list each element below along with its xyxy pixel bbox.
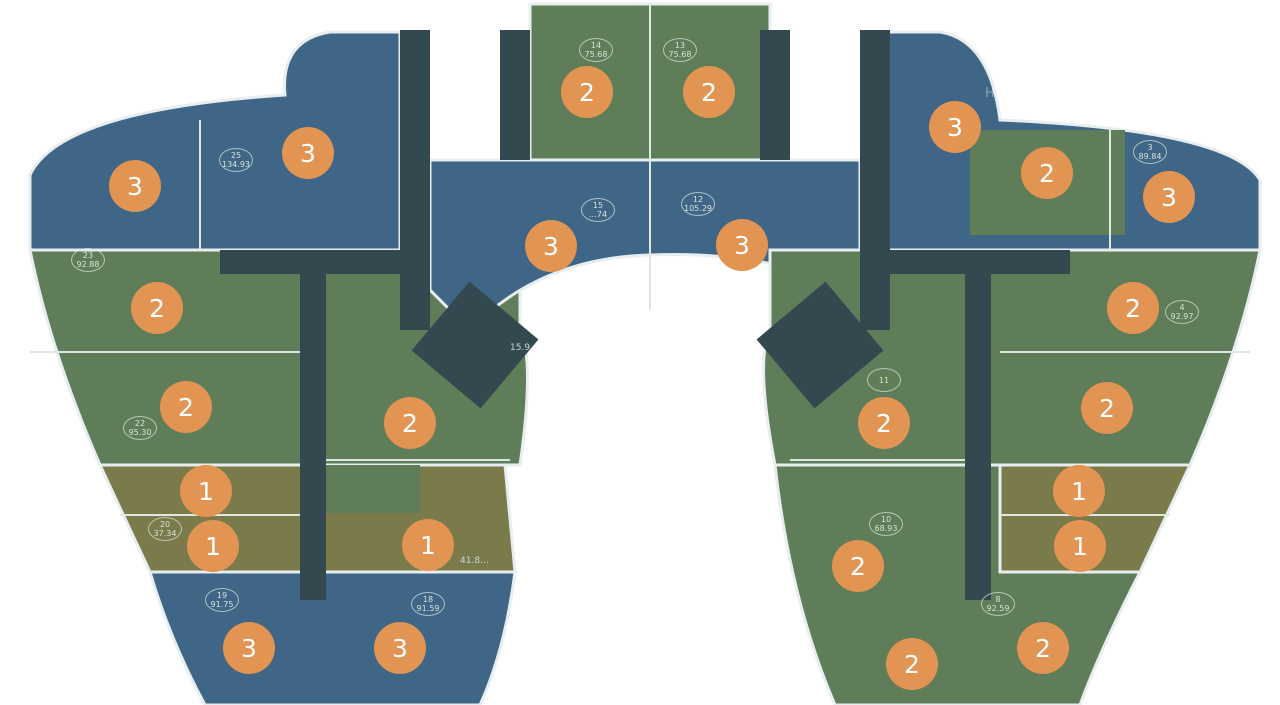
left-bottom-three-room-zone (147, 570, 517, 705)
unit-label: 11 (867, 368, 901, 392)
left-three-room-zone (28, 30, 402, 252)
room-count-badge[interactable]: 2 (384, 397, 436, 449)
room-count-badge[interactable]: 3 (1143, 171, 1195, 223)
room-count-badge[interactable]: 3 (282, 127, 334, 179)
room-count-badge[interactable]: 2 (131, 282, 183, 334)
room-count-badge[interactable]: 2 (886, 638, 938, 690)
unit-label: 15…74 (581, 198, 615, 222)
room-count-badge[interactable]: 1 (402, 519, 454, 571)
room-count-badge[interactable]: 1 (1054, 520, 1106, 572)
room-count-badge[interactable]: 2 (1017, 622, 1069, 674)
area-note: 41.8… (460, 556, 490, 566)
room-count-badge[interactable]: 3 (929, 101, 981, 153)
corridors (220, 30, 1070, 600)
room-count-badge[interactable]: 3 (716, 219, 768, 271)
area-note: 15.9 (510, 343, 531, 353)
room-count-badge[interactable]: 2 (858, 397, 910, 449)
room-count-badge[interactable]: 2 (561, 66, 613, 118)
watermark-subtitle: НЕДВИЖИМОСТЬ (985, 86, 1175, 101)
room-count-badge[interactable]: 2 (1021, 147, 1073, 199)
room-count-badge[interactable]: 2 (832, 540, 884, 592)
room-count-badge[interactable]: 3 (374, 622, 426, 674)
room-count-badge[interactable]: 3 (525, 220, 577, 272)
room-count-badge[interactable]: 2 (1107, 282, 1159, 334)
room-count-badge[interactable]: 2 (683, 66, 735, 118)
watermark-logo: ONREALT (985, 28, 1263, 88)
room-count-badge[interactable]: 3 (109, 160, 161, 212)
room-count-badge[interactable]: 2 (1081, 382, 1133, 434)
room-count-badge[interactable]: 1 (187, 520, 239, 572)
room-count-badge[interactable]: 1 (180, 465, 232, 517)
room-count-badge[interactable]: 3 (223, 622, 275, 674)
room-count-badge[interactable]: 1 (1053, 465, 1105, 517)
room-count-badge[interactable]: 2 (160, 381, 212, 433)
